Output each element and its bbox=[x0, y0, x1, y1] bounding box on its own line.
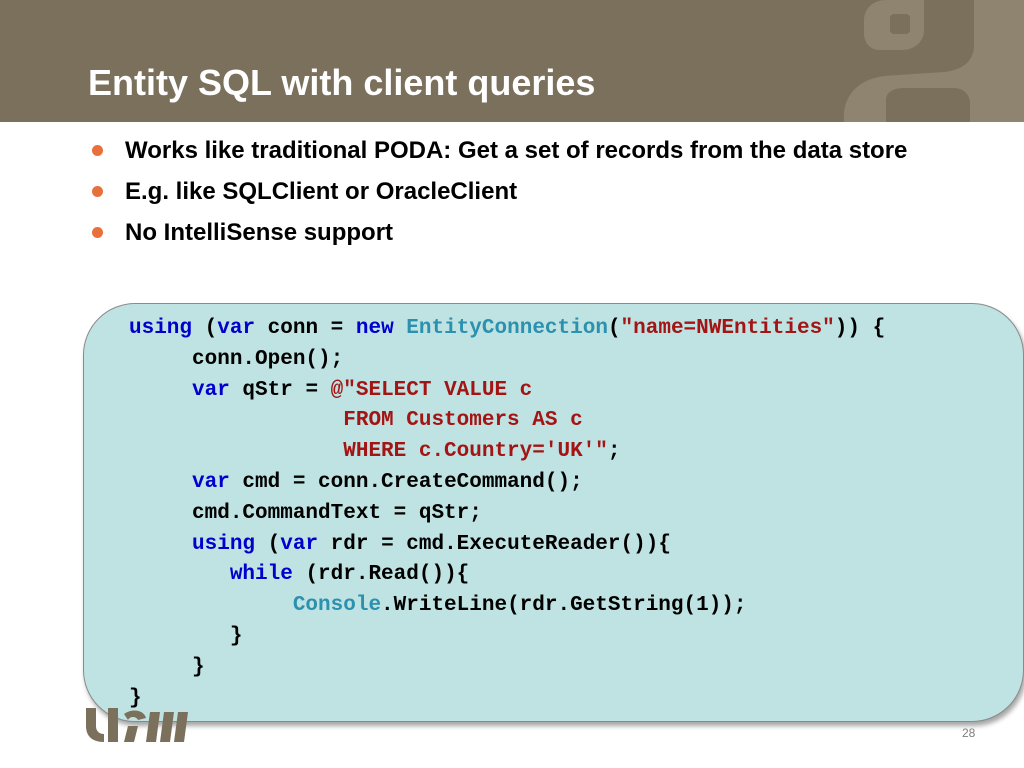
code-block: using (var conn = new EntityConnection("… bbox=[129, 314, 885, 714]
code-token: ( bbox=[607, 317, 621, 340]
code-token: new bbox=[355, 317, 394, 340]
code-token bbox=[129, 471, 192, 494]
code-line: WHERE c.Country='UK'"; bbox=[129, 437, 885, 468]
code-token: var bbox=[192, 470, 230, 494]
code-token: FROM Customers AS c bbox=[129, 409, 583, 433]
page-number: 28 bbox=[962, 726, 976, 740]
code-token: cmd = conn.CreateCommand(); bbox=[229, 470, 583, 494]
code-line: Console.WriteLine(rdr.GetString(1)); bbox=[129, 591, 885, 622]
abstract-shapes-icon bbox=[843, 0, 1024, 122]
bullet-dot-icon bbox=[92, 227, 103, 238]
slide-title: Entity SQL with client queries bbox=[88, 62, 596, 103]
bullet-item: No IntelliSense support bbox=[92, 216, 932, 249]
bullet-item: E.g. like SQLClient or OracleClient bbox=[92, 175, 932, 208]
code-token: .WriteLine(rdr.GetString(1)); bbox=[381, 594, 747, 618]
code-token: using bbox=[129, 317, 193, 340]
code-line: using (var conn = new EntityConnection("… bbox=[129, 314, 885, 345]
code-token: } bbox=[129, 686, 142, 710]
code-line: conn.Open(); bbox=[129, 345, 885, 376]
code-token: } bbox=[129, 624, 243, 648]
code-line: } bbox=[129, 653, 885, 684]
code-token: cmd.CommandText = qStr; bbox=[129, 501, 482, 525]
code-token bbox=[129, 594, 293, 617]
code-line: } bbox=[129, 684, 885, 715]
bullet-list: Works like traditional PODA: Get a set o… bbox=[92, 134, 932, 257]
code-token: ( bbox=[192, 317, 218, 340]
code-line: FROM Customers AS c bbox=[129, 406, 885, 437]
code-token: conn = bbox=[255, 317, 356, 340]
bullet-text: E.g. like SQLClient or OracleClient bbox=[125, 178, 518, 205]
code-line: cmd.CommandText = qStr; bbox=[129, 499, 885, 530]
code-token: var bbox=[217, 317, 256, 340]
code-token: var bbox=[192, 378, 230, 402]
code-token: qStr = bbox=[229, 378, 331, 402]
code-token bbox=[129, 533, 192, 556]
bullet-item: Works like traditional PODA: Get a set o… bbox=[92, 134, 932, 167]
code-token: )) { bbox=[834, 317, 886, 340]
code-token: WHERE c.Country='UK'" bbox=[129, 440, 608, 464]
code-token: ( bbox=[255, 532, 281, 556]
code-token: (rdr.Read()){ bbox=[292, 563, 470, 587]
bullet-text: Works like traditional PODA: Get a set o… bbox=[125, 137, 908, 164]
code-token: var bbox=[280, 532, 319, 556]
code-token: } bbox=[129, 655, 205, 679]
bullet-text: No IntelliSense support bbox=[125, 219, 394, 246]
code-token: Console bbox=[292, 594, 382, 618]
university-logo-icon bbox=[86, 708, 188, 742]
code-token: "name=NWEntities" bbox=[620, 317, 835, 340]
code-line: while (rdr.Read()){ bbox=[129, 560, 885, 591]
code-line: } bbox=[129, 622, 885, 653]
code-token bbox=[394, 317, 407, 340]
code-token: rdr = cmd.ExecuteReader()){ bbox=[318, 532, 671, 556]
code-line: var qStr = @"SELECT VALUE c bbox=[129, 376, 885, 407]
code-token: ; bbox=[607, 440, 621, 464]
bullet-dot-icon bbox=[92, 186, 103, 197]
code-token: @"SELECT VALUE c bbox=[330, 378, 533, 402]
bullet-dot-icon bbox=[92, 145, 103, 156]
header-band bbox=[0, 0, 1024, 122]
code-token bbox=[129, 563, 230, 586]
code-token: while bbox=[229, 563, 293, 587]
code-line: using (var rdr = cmd.ExecuteReader()){ bbox=[129, 530, 885, 561]
code-token bbox=[129, 379, 192, 402]
code-token: conn.Open(); bbox=[129, 347, 344, 371]
code-token: using bbox=[192, 532, 256, 556]
code-token: EntityConnection bbox=[406, 317, 608, 340]
code-line: var cmd = conn.CreateCommand(); bbox=[129, 468, 885, 499]
